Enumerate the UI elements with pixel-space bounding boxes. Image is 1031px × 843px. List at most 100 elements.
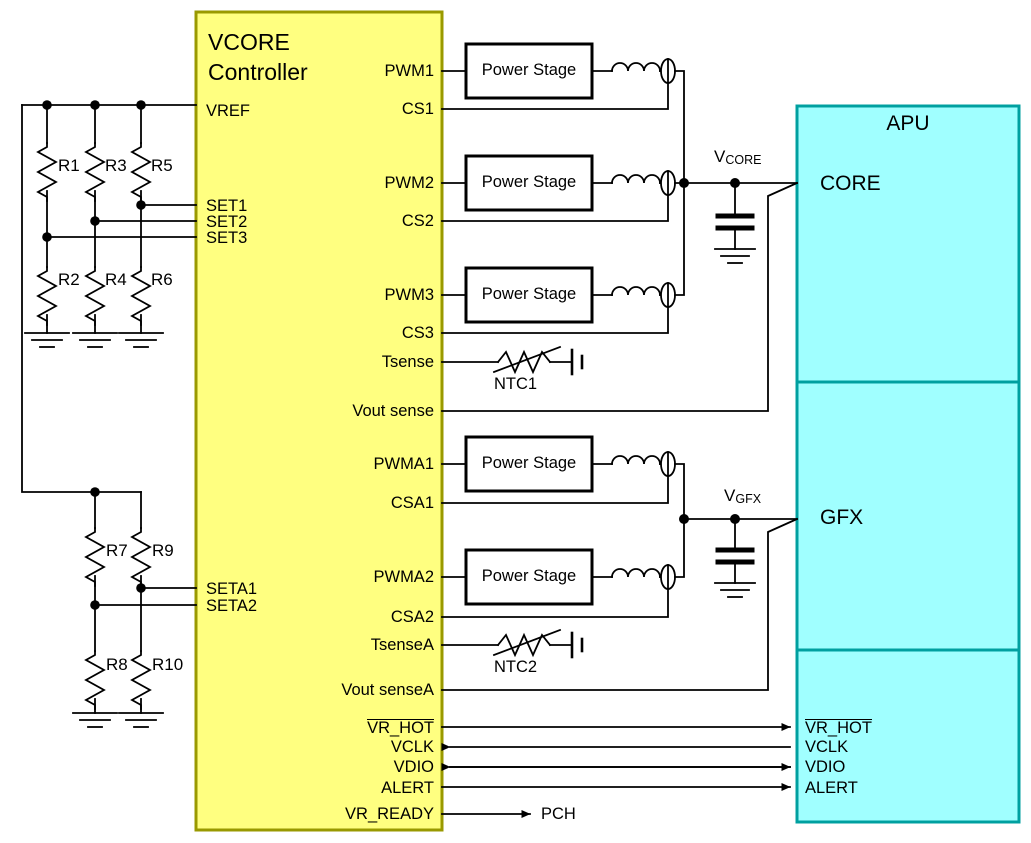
junction-dot <box>136 583 146 593</box>
controller-pin-set3: SET3 <box>206 229 248 247</box>
controller-pin-vclk: VCLK <box>390 738 434 756</box>
controller-pin-vdio: VDIO <box>393 758 434 776</box>
controller-pin-pwma2: PWMA2 <box>373 568 434 586</box>
ntc2-arrow-slash <box>492 628 562 657</box>
resistor-r4 <box>84 266 106 326</box>
resistor-label-r6: R6 <box>151 270 173 289</box>
junction-dot <box>136 100 146 110</box>
resistor-label-r2: R2 <box>58 270 80 289</box>
inductor-1 <box>611 62 661 72</box>
controller-title-line1: VCORE <box>208 29 290 55</box>
pch-label: PCH <box>541 805 576 823</box>
apu-pin-vr-hot: VR_HOT <box>805 719 872 737</box>
wire-cs2 <box>441 194 669 222</box>
ntc1-arrow-slash <box>492 345 562 374</box>
wire-vout-sense-core <box>441 181 799 412</box>
junction-dot <box>136 200 146 210</box>
resistor-r10 <box>130 650 152 710</box>
controller-pin-cs1: CS1 <box>401 100 434 118</box>
junction-dot <box>90 487 100 497</box>
wire-vout-sense-gfx <box>441 517 799 691</box>
junction-dot <box>90 216 100 226</box>
controller-pin-cs3: CS3 <box>401 324 434 342</box>
apu-section-core-label: CORE <box>820 172 881 195</box>
controller-pin-pwma1: PWMA1 <box>373 455 434 473</box>
controller-pin-seta1: SETA1 <box>206 580 258 598</box>
resistor-r5 <box>130 142 152 202</box>
resistor-r9 <box>130 527 152 587</box>
thermistor-label-ntc1: NTC1 <box>494 375 538 393</box>
resistor-r3 <box>84 142 106 202</box>
apu-pin-vdio: VDIO <box>805 758 846 776</box>
ntc2-resistor <box>496 632 552 658</box>
apu-section-gfx-label: GFX <box>820 506 864 529</box>
wire-cs1 <box>441 82 669 110</box>
rail-vgfx-sub: GFX <box>735 492 762 506</box>
thermistor-label-ntc2: NTC2 <box>494 658 538 676</box>
rail-vgfx-base: V <box>724 486 736 505</box>
apu-gfx-section <box>795 380 1021 652</box>
controller-pin-vout-sensea: Vout senseA <box>341 681 434 699</box>
power-stage-box-4 <box>464 435 594 493</box>
resistor-r6 <box>130 266 152 326</box>
wire-csa2 <box>441 588 669 618</box>
junction-dot <box>90 600 100 610</box>
apu-io-section <box>795 648 1021 824</box>
inductor-5 <box>611 568 661 578</box>
wire-csa1 <box>441 475 669 504</box>
power-stage-label-3: Power Stage <box>481 285 577 303</box>
controller-pin-tsense: Tsense <box>381 353 434 371</box>
controller-title-line2: Controller <box>208 59 308 85</box>
resistor-r8 <box>84 650 106 710</box>
rail-label-vcore: VCORE <box>714 147 762 167</box>
controller-pin-vref: VREF <box>206 102 251 120</box>
controller-pin-vr-ready: VR_READY <box>345 805 434 823</box>
controller-pin-pwm2: PWM2 <box>384 174 435 192</box>
junction-dot <box>679 178 689 188</box>
resistor-label-r1: R1 <box>58 156 80 175</box>
controller-pin-vr-hot-text: VR_HOT <box>367 719 434 737</box>
resistor-label-r9: R9 <box>152 541 174 560</box>
rail-label-vgfx: VGFX <box>724 486 762 506</box>
rail-vcore-base: V <box>714 147 726 166</box>
apu-title: APU <box>886 112 930 135</box>
inductor-2 <box>611 174 661 184</box>
controller-pin-pwm3: PWM3 <box>384 286 435 304</box>
resistor-label-r8: R8 <box>106 655 128 674</box>
junction-dot <box>42 100 52 110</box>
inductor-4 <box>611 455 661 465</box>
junction-dot <box>90 100 100 110</box>
controller-pin-vr-hot: VR_HOT <box>284 719 434 737</box>
resistor-r1 <box>36 142 58 202</box>
apu-pin-alert: ALERT <box>805 779 858 797</box>
resistor-label-r7: R7 <box>106 541 128 560</box>
wire-vref-down <box>21 104 96 493</box>
controller-pin-set1: SET1 <box>206 197 248 215</box>
power-stage-label-1: Power Stage <box>481 61 577 79</box>
controller-pin-set2: SET2 <box>206 213 248 231</box>
controller-pin-pwm1: PWM1 <box>384 62 435 80</box>
wire-cs3 <box>441 306 669 334</box>
controller-pin-csa2: CSA2 <box>390 608 434 626</box>
controller-pin-alert: ALERT <box>381 779 434 797</box>
controller-pin-csa1: CSA1 <box>390 494 434 512</box>
rail-vcore-sub: CORE <box>725 153 762 167</box>
ntc1-resistor <box>496 349 552 375</box>
resistor-label-r4: R4 <box>105 270 127 289</box>
controller-body <box>194 10 444 832</box>
resistor-r2 <box>36 266 58 326</box>
junction-dot <box>42 232 52 242</box>
controller-pin-seta2: SETA2 <box>206 597 258 615</box>
controller-pin-cs2: CS2 <box>401 212 434 230</box>
power-stage-label-4: Power Stage <box>481 454 577 472</box>
resistor-r7 <box>84 527 106 587</box>
power-stage-label-2: Power Stage <box>481 173 577 191</box>
junction-dot <box>679 514 689 524</box>
controller-pin-vout-sense: Vout sense <box>352 402 434 420</box>
apu-pin-vclk: VCLK <box>805 738 849 756</box>
resistor-label-r10: R10 <box>152 655 184 674</box>
inductor-3 <box>611 286 661 296</box>
apu-pin-vr-hot-text: VR_HOT <box>805 719 872 737</box>
